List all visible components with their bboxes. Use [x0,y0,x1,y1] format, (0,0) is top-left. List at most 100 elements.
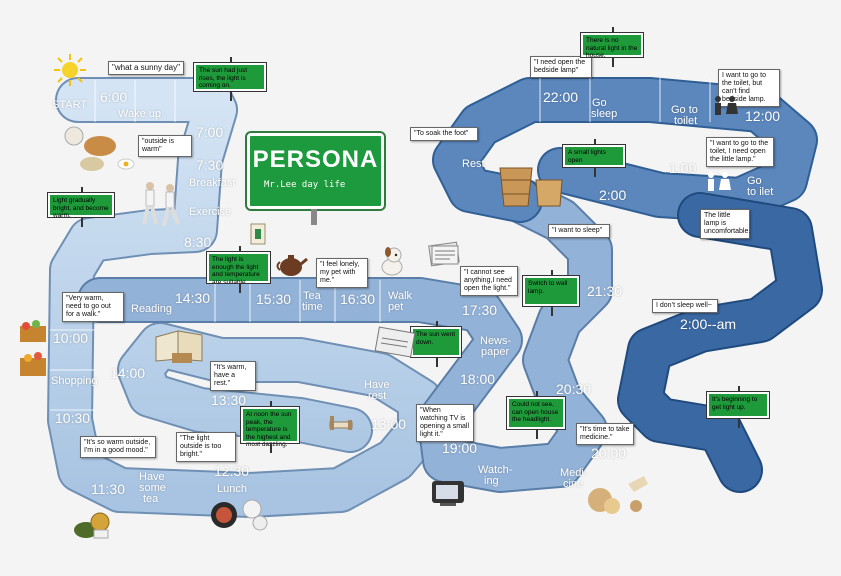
sign-switch-wall: Switch to wall lamp. [522,270,580,316]
activity-gosleep-2: sleep [591,108,618,120]
bubble-sunny: "what a sunny day" [108,61,184,75]
time-11-30: 11:30 [91,481,125,497]
bubble-cannot-see: "I cannot see anything,I need open the l… [460,266,518,296]
path-night [432,77,823,493]
bubble-little-lamp: The little lamp is uncomfortable. [700,209,750,239]
time-17-30: 17:30 [462,302,498,318]
tea-set-icon [74,512,110,539]
activity-walkpet-1: Walk [388,290,413,302]
bubble-warm-mood: "It’s so warm outside, I'm in a good moo… [80,436,156,458]
activity-rest: Rest [462,158,485,170]
time-12-00: 12:00 [745,108,781,124]
time-22-00: 22:00 [543,89,579,105]
time-20-00: 20:00 [591,445,627,461]
activity-medicine-1: Medi- [560,467,588,479]
time-13-00: 13:00 [371,416,407,432]
sign-light-enough: The light is enough the light and temper… [206,246,271,293]
sign-sun-down: The sun went down. [410,321,462,367]
time-14-30: 14:30 [175,290,211,306]
bubble-toilet-1: I want to go to the toilet, but can't fi… [718,69,780,107]
activity-teatime-2: time [302,301,323,313]
bubble-warm-out: "outside is warm" [138,135,192,157]
time-7-00: 7:00 [196,124,224,140]
time-2-00: 2:00 [599,187,627,203]
shopping-basket-icon [20,320,46,376]
bubble-bedside: "I need open the bedside lamp" [530,56,592,78]
time-10-00: 10:00 [53,330,89,346]
time-21-30: 21:30 [587,283,623,299]
toilet-sign-icon-1 [715,96,738,115]
page-subtitle: Mr.Lee day life [264,180,346,190]
time-12-30: 12:30 [214,463,250,479]
activity-watching-1: Watch- [478,464,513,476]
toilet-sign-icon-2 [708,172,731,191]
activity-watching-2: ing [484,475,499,487]
title-sign-post [311,209,317,225]
page-title: PERSONA [252,146,379,173]
path-afternoon [77,177,613,493]
sign-noon-sun: At noon the sun peak, the temperature is… [240,401,300,453]
sign-small-lights: A small lights open [562,139,626,177]
activity-gotoilet-2a: Go [747,175,762,187]
time-15-30: 15:30 [256,291,292,307]
time-14-00: 14:00 [110,365,146,381]
bubble-dont-sleep: I don’t sleep well~ [652,299,718,313]
bubble-too-bright: "The light outside is too bright." [176,432,236,462]
activity-gotoilet-1a: Go to [671,104,698,116]
tile-lines [50,78,711,411]
sign-open-headlight: Could not see, can open house the headli… [506,391,566,439]
title-sign: PERSONA Mr.Lee day life [245,131,386,211]
activity-newspaper-2: paper [481,346,510,358]
tv-icon [432,481,464,506]
activity-havetea-1: Have [139,471,165,483]
time-1-00: 1:00 [669,160,697,176]
medicine-pills-icon [588,476,648,514]
time-8-30: 8:30 [184,234,212,250]
foot-bath-tub-icon [499,167,563,207]
sign-getting-light: It's beginning to get light up. [706,386,770,428]
activity-reading: Reading [131,303,172,315]
breakfast-food-icon [64,126,135,171]
bed-icon [329,416,353,430]
sun-icon [54,54,86,86]
bubble-want-sleep: "I want to sleep" [548,224,610,238]
sign-gradually: Light gradually bright, and become warm. [47,187,115,227]
activity-exercise: Exercise [189,206,232,218]
teapot-icon [276,255,308,276]
time-19-00: 19:00 [442,440,478,456]
sign-sun-rises: The sun had just rises, the light is com… [193,57,267,101]
activity-haverest-2: rest [368,390,387,402]
activity-havetea-3: tea [143,493,159,505]
time-18-00: 18:00 [460,371,496,387]
dog-icon [381,247,403,276]
activity-havetea-2: some [139,482,166,494]
time-2-00-am: 2:00--am [680,316,737,332]
lunch-dishes-icon [211,499,268,531]
sign-no-natural: There is no natural light in the house. [580,27,644,67]
activity-newspaper-1: News- [480,335,512,347]
mahjong-tile-icon [250,223,266,245]
newspaper-icon [374,326,416,358]
path-morning [47,77,443,518]
bubble-watching-tv: "When watching TV is opening a small lig… [416,404,474,442]
activity-medicine-2: cine [563,478,584,490]
activity-gosleep-1: Go [592,97,607,109]
activity-wakeup: Wake up [118,108,162,120]
bubble-lonely: "I feel lonely, my pet with me." [316,258,368,288]
activity-gotoilet-2b: to ilet [747,186,774,198]
bubble-toilet-2: "I want to go to the toilet, I need open… [706,137,774,167]
time-10-30: 10:30 [55,410,91,426]
bubble-soak-foot: "To soak the foot" [410,127,478,141]
newspaper-stack-icon [428,241,460,267]
activity-gotoilet-1b: toilet [674,115,698,127]
activity-walkpet-2: pet [388,301,404,313]
bubble-medicine: "It's time to take medicine." [576,423,634,445]
bubble-have-rest: "It’s warm, have a rest." [210,361,256,391]
time-6-00: 6:00 [100,89,128,105]
activity-lunch: Lunch [217,483,247,495]
activity-breakfast: Breakfast [189,177,236,189]
book-icon [155,330,203,363]
time-7-30: 7:30 [196,157,224,173]
bubble-very-warm: "Very warm, need to go out for a walk." [62,292,124,322]
time-16-30: 16:30 [340,291,376,307]
